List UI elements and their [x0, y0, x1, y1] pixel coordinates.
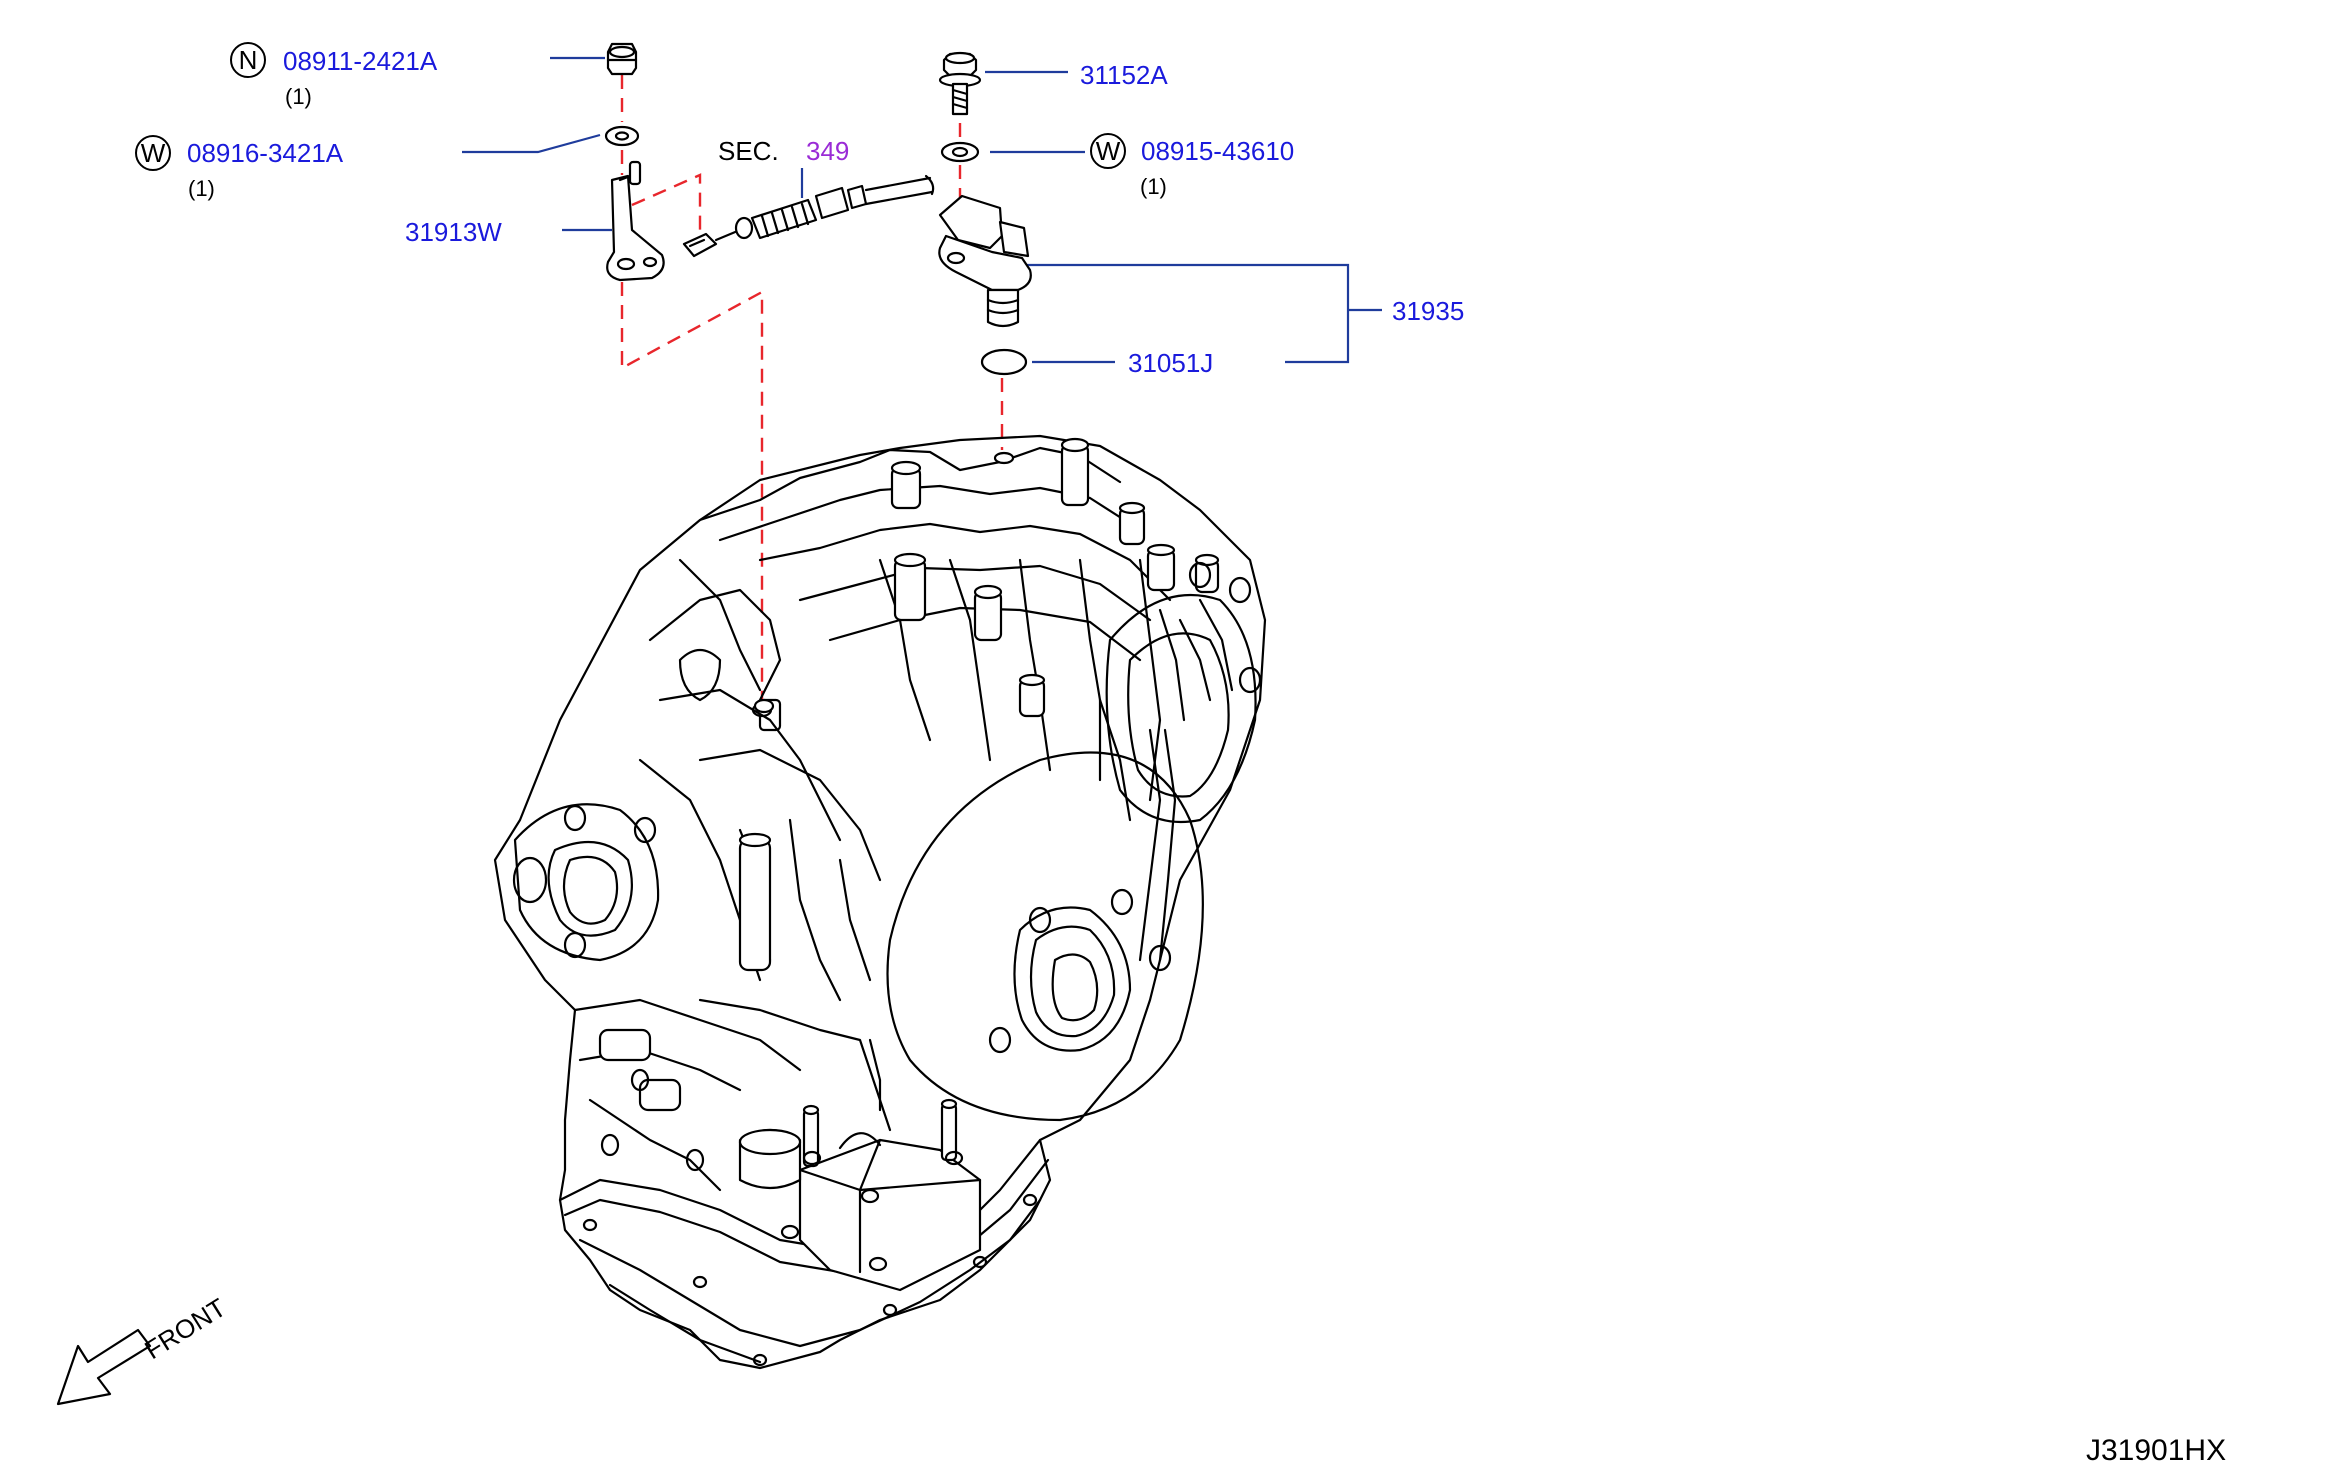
callout-labels: N 08911-2421A (1) W 08916-3421A (1) 3191…	[135, 42, 2226, 1467]
qty-washer-left: (1)	[188, 176, 215, 201]
n-marker-letter: N	[239, 45, 258, 75]
part-number-bolt: 31152A	[1080, 60, 1168, 90]
front-label: FRONT	[139, 1292, 231, 1365]
qty-washer-right: (1)	[1140, 174, 1167, 199]
oil-cooler	[780, 1098, 982, 1292]
top-ribbing	[678, 446, 1172, 802]
front-indicator: FRONT	[56, 1292, 231, 1406]
part-number-sensor-assembly: 31935	[1392, 296, 1464, 326]
harness-connector-part	[682, 174, 935, 258]
w-marker-letter-left: W	[141, 138, 166, 168]
w-marker-letter-right: W	[1096, 136, 1121, 166]
part-number-bracket: 31913W	[405, 217, 502, 247]
converter-housing	[512, 803, 660, 962]
leader-lines	[462, 56, 1382, 364]
callout-washer-left: W 08916-3421A (1)	[135, 135, 344, 201]
washer-right-part	[940, 141, 980, 163]
o-ring-part	[980, 348, 1028, 376]
front-arrow-icon	[56, 1328, 152, 1406]
speed-sensor-part	[938, 194, 1032, 328]
bracket-part	[606, 160, 665, 282]
side-cover	[1105, 561, 1262, 962]
small-parts	[604, 42, 1032, 376]
lower-left-details	[573, 998, 892, 1192]
bell-housing	[886, 751, 1204, 1122]
callout-nut: N 08911-2421A (1)	[230, 42, 438, 109]
bolt-part	[938, 51, 982, 116]
transmission-assembly	[493, 434, 1267, 1370]
sensor-mount-hole-right	[993, 451, 1015, 465]
diagram-id: J31901HX	[2086, 1434, 2226, 1467]
part-number-washer-left: 08916-3421A	[187, 138, 344, 168]
part-number-o-ring: 31051J	[1128, 348, 1213, 378]
part-number-nut: 08911-2421A	[283, 46, 438, 76]
section-prefix: SEC.	[718, 136, 779, 166]
n-marker-icon	[230, 42, 266, 78]
part-number-washer-right: 08915-43610	[1141, 136, 1294, 166]
w-marker-icon-right	[1090, 133, 1126, 169]
w-marker-icon-left	[135, 135, 171, 171]
sensor-mount-hole-left	[753, 698, 775, 714]
section-number: 349	[806, 136, 849, 166]
qty-nut: (1)	[285, 84, 312, 109]
leader-washer-left	[462, 133, 601, 154]
callout-washer-right: W 08915-43610 (1)	[1090, 133, 1294, 199]
dash-bracket-to-case	[620, 282, 764, 700]
assembly-lines	[620, 75, 1004, 700]
dash-bracket-to-connector	[631, 173, 702, 235]
callout-section: SEC. 349	[718, 136, 849, 166]
case-detail-center	[638, 588, 882, 1002]
nut-part	[606, 42, 638, 76]
top-bosses	[751, 437, 1220, 732]
washer-left-part	[604, 125, 640, 147]
right-ribs	[1098, 598, 1234, 822]
leader-sensor-assembly	[1025, 263, 1382, 364]
